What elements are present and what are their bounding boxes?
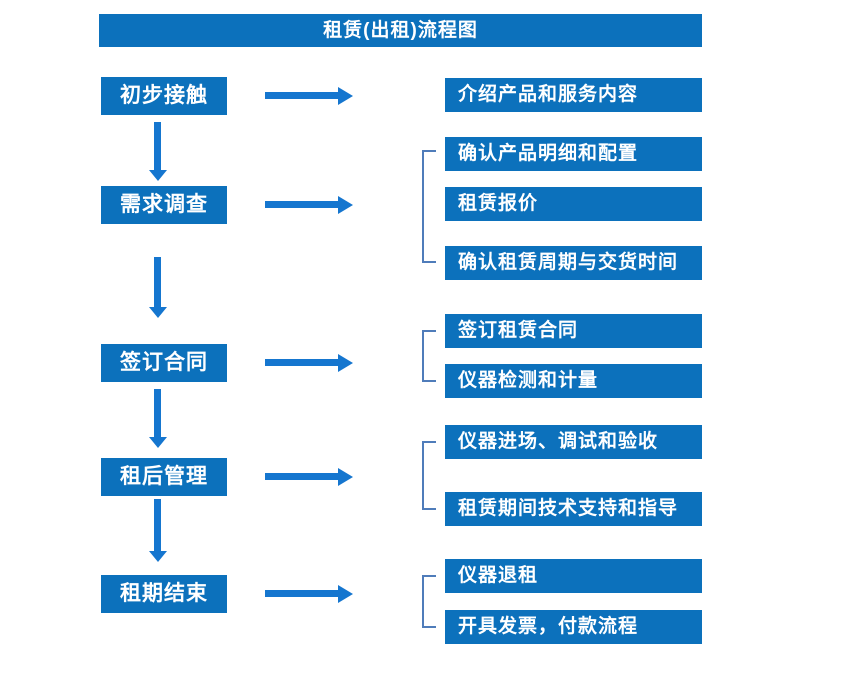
- detail-invoice-payment-process: 开具发票，付款流程: [445, 610, 702, 644]
- step-sign-contract: 签订合同: [101, 344, 227, 382]
- detail-rental-period-tech-support: 租赁期间技术支持和指导: [445, 492, 702, 526]
- detail-instrument-arrival-debug-acceptance: 仪器进场、调试和验收: [445, 425, 702, 459]
- right-arrow-icon: [265, 201, 339, 208]
- step-lease-end: 租期结束: [101, 575, 227, 613]
- step-demand-survey: 需求调查: [101, 186, 227, 224]
- flowchart-title: 租赁(出租)流程图: [99, 14, 702, 47]
- down-arrow-icon: [154, 122, 161, 171]
- down-arrow-icon: [154, 389, 161, 438]
- step-post-rental-management: 租后管理: [101, 458, 227, 496]
- down-arrow-icon: [154, 257, 161, 308]
- group-bracket: [422, 575, 436, 628]
- group-bracket: [422, 150, 436, 263]
- right-arrow-icon: [265, 92, 339, 99]
- detail-introduce-products-services: 介绍产品和服务内容: [445, 78, 702, 112]
- right-arrow-icon: [265, 473, 339, 480]
- step-initial-contact: 初步接触: [101, 77, 227, 115]
- detail-instrument-return: 仪器退租: [445, 559, 702, 593]
- detail-confirm-product-details-config: 确认产品明细和配置: [445, 137, 702, 171]
- right-arrow-icon: [265, 590, 339, 597]
- group-bracket: [422, 441, 436, 510]
- detail-sign-rental-contract: 签订租赁合同: [445, 314, 702, 348]
- detail-instrument-inspection-metering: 仪器检测和计量: [445, 364, 702, 398]
- group-bracket: [422, 330, 436, 382]
- right-arrow-icon: [265, 359, 339, 366]
- detail-rental-quotation: 租赁报价: [445, 187, 702, 221]
- detail-confirm-rental-period-delivery: 确认租赁周期与交货时间: [445, 246, 702, 280]
- down-arrow-icon: [154, 499, 161, 552]
